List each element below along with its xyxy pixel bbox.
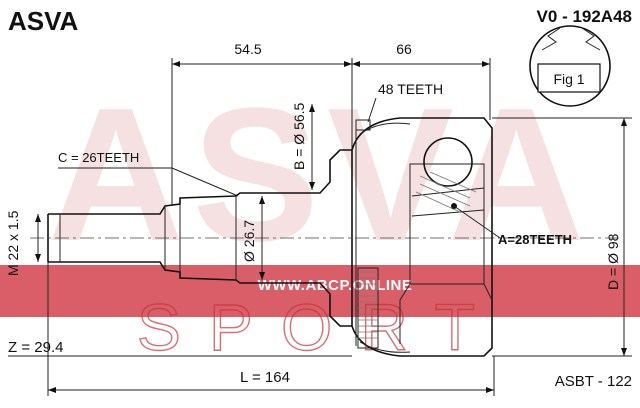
- joint-housing: [351, 117, 493, 357]
- dim-z-value: Z = 29.4: [8, 339, 63, 356]
- fig-callout: Fig 1: [529, 25, 611, 107]
- fig-label: Fig 1: [553, 71, 584, 87]
- watermark-logo: ASVA: [47, 69, 593, 281]
- watermark-logo-text: ASVA: [47, 69, 593, 281]
- watermark-band: [0, 265, 640, 317]
- top-dimensions: 54.5 66: [171, 41, 491, 205]
- shaft-drawing: [30, 149, 620, 327]
- dim-shaft-diameter: Ø 26.7: [241, 220, 257, 262]
- dim-cup-length: 66: [396, 41, 412, 57]
- dim-total-length: L = 164: [240, 369, 290, 386]
- label-abs-teeth: 48 TEETH: [378, 81, 443, 97]
- label-spline-inner: A=28TEETH: [498, 232, 572, 247]
- watermark-sport-text: SPORT: [137, 290, 503, 364]
- dim-bore-diameter: B = Ø 56.5: [291, 102, 307, 170]
- dim-outer-diameter: D = Ø 98: [605, 233, 621, 290]
- abs-ring-hatch: [358, 271, 378, 339]
- dim-thread: M 22 x 1.5: [5, 210, 21, 276]
- dim-shaft-length: 54.5: [234, 41, 261, 57]
- dim-bore-marker: [309, 104, 315, 190]
- part-number: V0 - 192A48: [537, 7, 632, 26]
- watermark-url: WWW.ABCP.ONLINE: [258, 277, 413, 294]
- footer-code: ASBT - 122: [555, 373, 632, 390]
- brand-title: ASVA: [8, 6, 79, 36]
- label-spline-outer: C = 26TEETH: [58, 150, 139, 165]
